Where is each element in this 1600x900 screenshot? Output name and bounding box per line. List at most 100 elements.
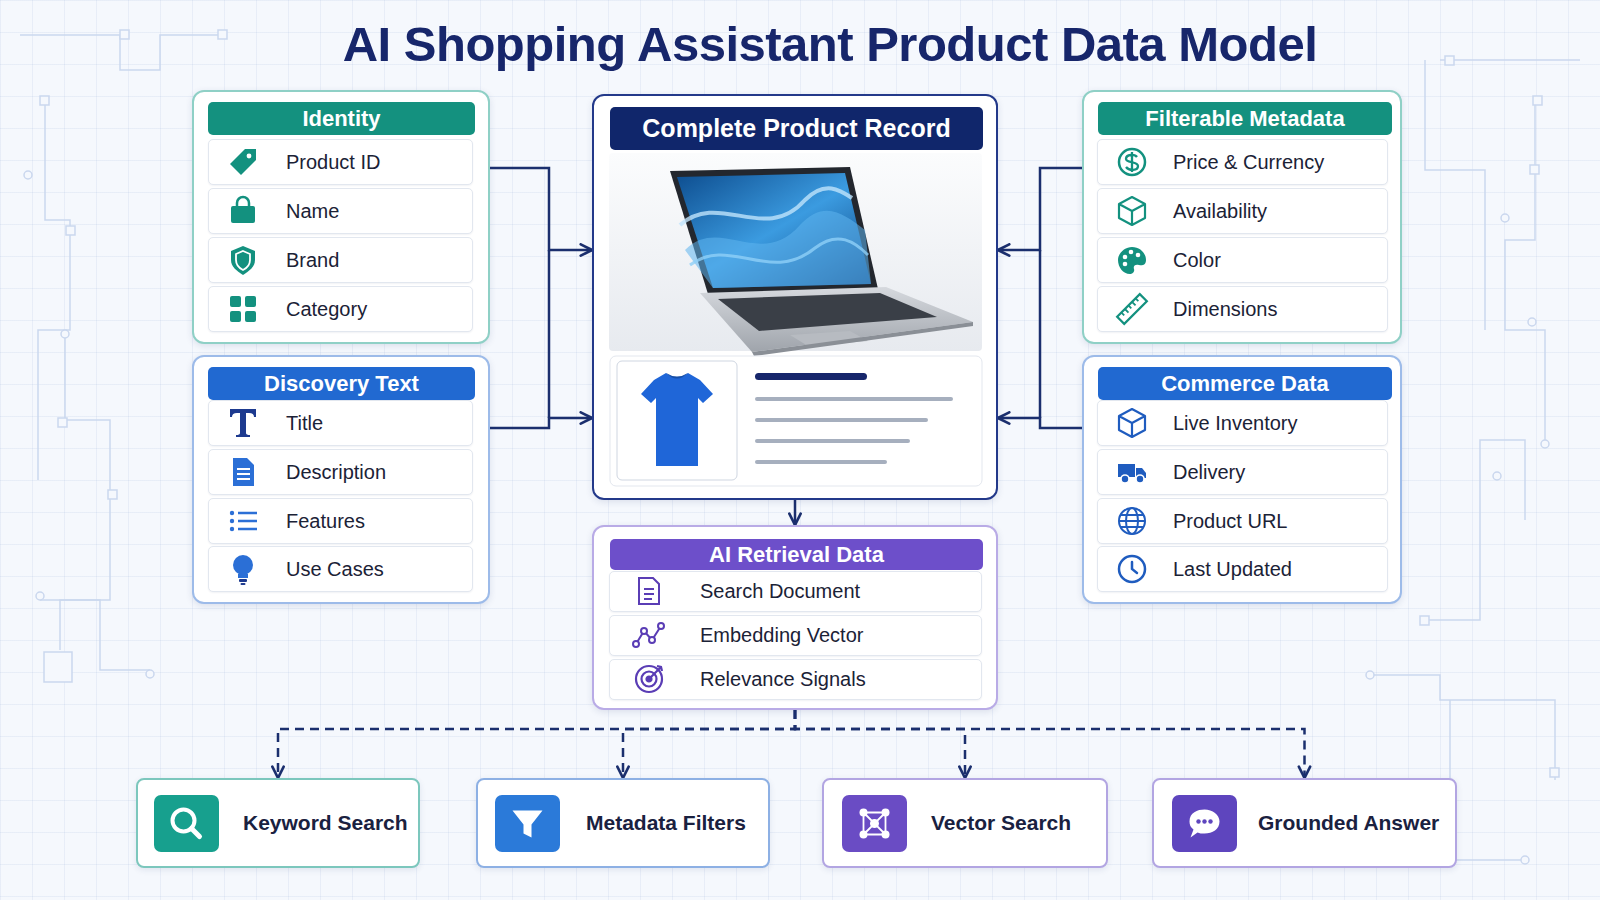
field-label: Description [209,461,386,484]
dashed-connector [623,710,795,778]
circuit-decoration-part-part [1505,100,1545,440]
field-row: Category [208,286,473,332]
field-row: Live Inventory [1097,400,1388,446]
circuit-decoration-part-part [1420,440,1525,620]
output-box: Vector Search [822,778,1108,868]
field-label: Brand [209,249,339,272]
panel-header: AI Retrieval Data [610,539,983,570]
circuit-decoration-part-part [61,330,69,338]
output-box: Metadata Filters [476,778,770,868]
field-label: Price & Currency [1098,151,1324,174]
dashed-connector [278,710,795,778]
panel-header: Commerce Data [1098,367,1392,400]
field-row: Description [208,449,473,495]
field-row: Relevance Signals [609,659,982,700]
field-row: Last Updated [1097,546,1388,592]
field-row: Product ID [208,139,473,185]
circuit-decoration-part-part [60,330,110,650]
circuit-decoration-part-part [1370,675,1555,780]
field-row: Brand [208,237,473,283]
dashed-connector [795,710,965,778]
circuit-decoration-part-part [1425,60,1485,330]
field-label: Title [209,412,323,435]
circuit-decoration-part-part [38,100,70,480]
field-row: Dimensions [1097,286,1388,332]
circuit-decoration-part-part [20,35,225,70]
output-label: Vector Search [824,811,1071,835]
output-label: Keyword Search [138,811,408,835]
circuit-decoration-part-part [44,652,72,682]
field-label: Product URL [1098,510,1288,533]
circuit-decoration-part-part [1450,700,1525,860]
field-label: Features [209,510,365,533]
circuit-decoration-part-part [120,30,129,39]
record-panel: Complete Product Record [592,94,998,500]
field-row: Name [208,188,473,234]
field-label: Live Inventory [1098,412,1298,435]
connector-arrow [998,418,1082,428]
group-panel: IdentityProduct ID NameBrandCategory [192,90,490,344]
field-row: Product URL [1097,498,1388,544]
circuit-decoration-part-part [36,592,44,600]
output-label: Metadata Filters [478,811,746,835]
circuit-decoration-part-part [1501,214,1509,222]
field-row: Price & Currency [1097,139,1388,185]
circuit-decoration-part-part [24,171,32,179]
field-label: Use Cases [209,558,384,581]
output-label: Grounded Answer [1154,811,1439,835]
circuit-decoration-part-part [1528,318,1536,326]
circuit-decoration-part-part [1550,768,1559,777]
diagram-title: AI Shopping Assistant Product Data Model [30,16,1600,72]
field-label: Color [1098,249,1221,272]
connector-arrow [794,500,797,525]
output-box: Keyword Search [136,778,420,868]
circuit-decoration-part-part [66,226,75,235]
panel-header: Filterable Metadata [1098,102,1392,135]
retrieval-panel: AI Retrieval DataSearch DocumentEmbeddin… [592,525,998,710]
circuit-decoration-part-part [1445,56,1454,65]
circuit-decoration-part-part [1366,671,1374,679]
circuit-decoration-part-part [40,96,49,105]
field-row: Features [208,498,473,544]
circuit-decoration-part-part [1533,96,1542,105]
group-panel: Filterable MetadataPrice & CurrencyAvail… [1082,90,1402,344]
panel-header: Discovery Text [208,367,475,400]
circuit-decoration-part-part [146,670,154,678]
field-row: Availability [1097,188,1388,234]
field-label: Last Updated [1098,558,1292,581]
panel-header: Complete Product Record [610,107,983,150]
field-row: Use Cases [208,546,473,592]
field-row: Delivery [1097,449,1388,495]
circuit-decoration-part-part [1440,59,1580,61]
connector-arrow [998,168,1082,250]
field-row: Search Document [609,571,982,612]
connector-arrow [490,168,592,250]
field-label: Name [209,200,339,223]
field-label: Category [209,298,367,321]
field-label: Relevance Signals [610,668,866,691]
field-row: Color [1097,237,1388,283]
circuit-decoration-part-part [1541,440,1549,448]
bus-line [548,250,551,418]
output-box: Grounded Answer [1152,778,1457,868]
field-row: Embedding Vector [609,615,982,656]
field-label: Delivery [1098,461,1245,484]
field-label: Product ID [209,151,380,174]
dashed-connector [795,710,1305,778]
field-label: Dimensions [1098,298,1277,321]
circuit-decoration-part-part [108,490,117,499]
field-label: Embedding Vector [610,624,863,647]
circuit-decoration-part-part [1521,856,1529,864]
field-label: Search Document [610,580,860,603]
field-row: Title [208,400,473,446]
circuit-decoration-part-part [58,418,67,427]
bus-line [1039,250,1042,418]
circuit-decoration-part-part [1530,165,1539,174]
circuit-decoration-part-part [1420,616,1429,625]
connector-arrow [490,418,592,428]
circuit-decoration-part [24,30,1559,864]
group-panel: Discovery TextTitleDescriptionFeaturesUs… [192,355,490,604]
circuit-decoration-part-part [1493,472,1501,480]
panel-header: Identity [208,102,475,135]
